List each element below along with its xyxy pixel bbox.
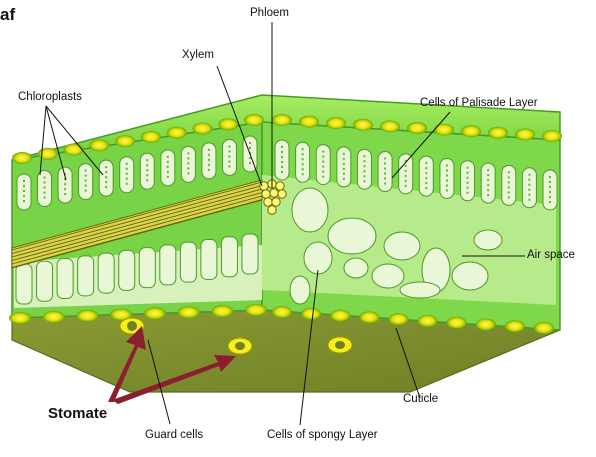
label-cuticle: Cuticle — [403, 393, 438, 405]
label-phloem: Phloem — [250, 7, 289, 19]
label-chloroplasts: Chloroplasts — [18, 91, 82, 103]
chloroplast — [167, 127, 187, 139]
chloroplast — [76, 310, 98, 322]
xylem-vessel — [278, 190, 286, 198]
palisade-cell-lower — [242, 234, 258, 274]
xylem-vessel — [268, 206, 276, 214]
chloroplast — [9, 312, 31, 324]
chloroplast — [115, 135, 135, 147]
spongy-cell — [372, 264, 404, 288]
chloroplast — [43, 311, 65, 323]
palisade-cell-lower — [139, 248, 155, 288]
chloroplast — [447, 317, 467, 329]
chloroplast — [141, 131, 161, 143]
chloroplast — [515, 128, 535, 140]
palisade-cell-lower — [221, 237, 237, 277]
chloroplast — [244, 114, 264, 126]
chloroplast — [359, 311, 379, 323]
xylem-vessel — [276, 182, 284, 190]
stoma-3 — [328, 337, 352, 353]
chloroplast — [407, 122, 427, 134]
chloroplast — [388, 313, 408, 325]
xylem-vessel — [272, 198, 280, 206]
chloroplast — [144, 307, 166, 319]
chloroplast — [12, 152, 32, 164]
chloroplast — [326, 117, 346, 129]
chloroplast — [353, 119, 373, 131]
palisade-cell-lower — [57, 259, 73, 299]
palisade-cell-lower — [119, 250, 135, 290]
label-stomate: Stomate — [48, 405, 107, 422]
chloroplast — [178, 306, 200, 318]
chloroplast — [192, 122, 212, 134]
spongy-cell — [304, 242, 332, 274]
chloroplast — [434, 124, 454, 136]
label-guard-cells: Guard cells — [145, 429, 203, 441]
chloroplast — [534, 322, 554, 334]
label-air-space: Air space — [527, 249, 575, 261]
palisade-cell-lower — [37, 261, 53, 301]
chloroplast — [218, 118, 238, 130]
palisade-cell-lower — [160, 245, 176, 285]
chloroplast — [380, 120, 400, 132]
label-spongy-cells: Cells of spongy Layer — [267, 429, 378, 441]
chloroplast — [505, 320, 525, 332]
chloroplast — [461, 125, 481, 137]
spongy-cell — [292, 188, 328, 232]
spongy-cell — [344, 258, 368, 278]
chloroplast — [476, 318, 496, 330]
spongy-cell — [400, 282, 440, 298]
chloroplast — [330, 310, 350, 322]
label-palisade-cells: Cells of Palisade Layer — [420, 97, 538, 109]
palisade-cell-lower — [78, 256, 94, 296]
chloroplast — [89, 139, 109, 151]
chloroplast — [542, 130, 562, 142]
palisade-cell-lower — [180, 242, 196, 282]
chloroplast — [272, 114, 292, 126]
label-xylem: Xylem — [182, 49, 214, 61]
spongy-cell — [384, 232, 420, 260]
spongy-cell — [474, 230, 502, 250]
chloroplast — [272, 306, 292, 318]
chloroplast — [301, 308, 321, 320]
palisade-cell-lower — [98, 253, 114, 293]
palisade-cell-lower — [16, 264, 32, 304]
spongy-cell — [452, 262, 488, 290]
palisade-cell-lower — [201, 239, 217, 279]
xylem-vessel — [270, 189, 278, 197]
chloroplast — [38, 148, 58, 160]
xylem-vessel — [262, 190, 270, 198]
spongy-cell — [328, 218, 376, 254]
chloroplast — [211, 305, 233, 317]
xylem-vessel — [264, 198, 272, 206]
stoma-2 — [228, 338, 252, 354]
chloroplast — [245, 304, 267, 316]
diagram-title: af — [0, 5, 15, 24]
chloroplast — [299, 116, 319, 128]
chloroplast — [64, 144, 84, 156]
chloroplast — [488, 127, 508, 139]
spongy-cell — [290, 276, 310, 304]
chloroplast — [418, 315, 438, 327]
